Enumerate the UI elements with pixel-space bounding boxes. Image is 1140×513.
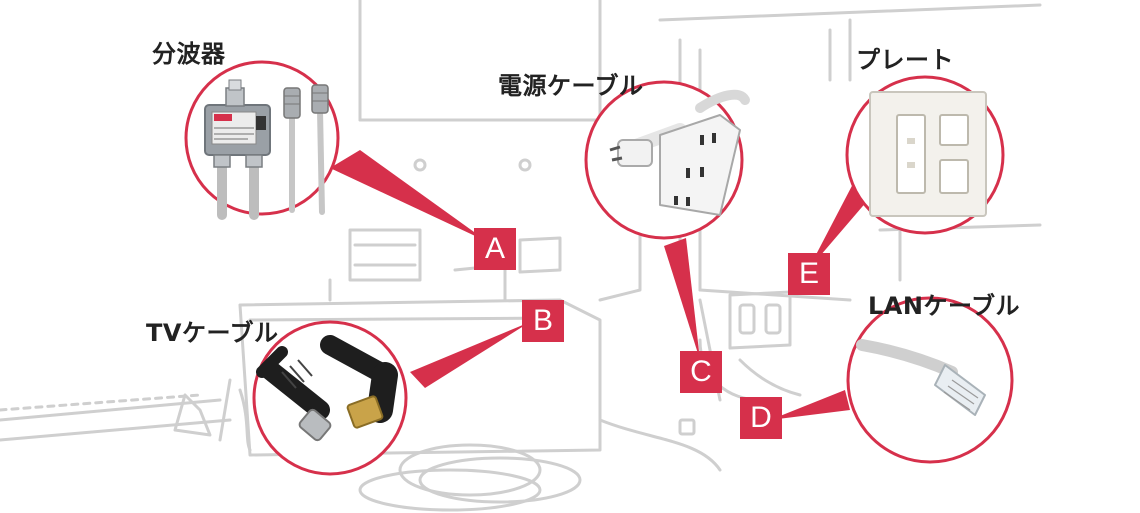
badge-b: B: [522, 300, 564, 342]
pointer-d: [770, 390, 850, 420]
tv-cable-product: [256, 335, 398, 442]
pointer-a: [330, 150, 488, 242]
circle-lan-cable: [846, 296, 1014, 464]
pointer-b: [410, 322, 530, 388]
label-lan-cable: LANケーブル: [868, 292, 1021, 320]
callout-pointers: [330, 150, 874, 420]
badge-e: E: [788, 253, 830, 295]
label-tv-cable: TVケーブル: [146, 319, 279, 347]
label-wall-plate: プレート: [856, 46, 954, 74]
badge-c: C: [680, 351, 722, 393]
lan-cable-product: [856, 339, 986, 416]
badge-a: A: [474, 228, 516, 270]
badge-d: D: [740, 397, 782, 439]
label-splitter: 分波器: [152, 40, 226, 68]
wall-plate-product: [869, 91, 987, 217]
pointer-e: [808, 180, 874, 270]
power-strip-product: [609, 89, 750, 216]
pointer-c: [664, 238, 700, 360]
splitter-product: [204, 79, 329, 220]
label-power-cable: 電源ケーブル: [498, 72, 644, 100]
